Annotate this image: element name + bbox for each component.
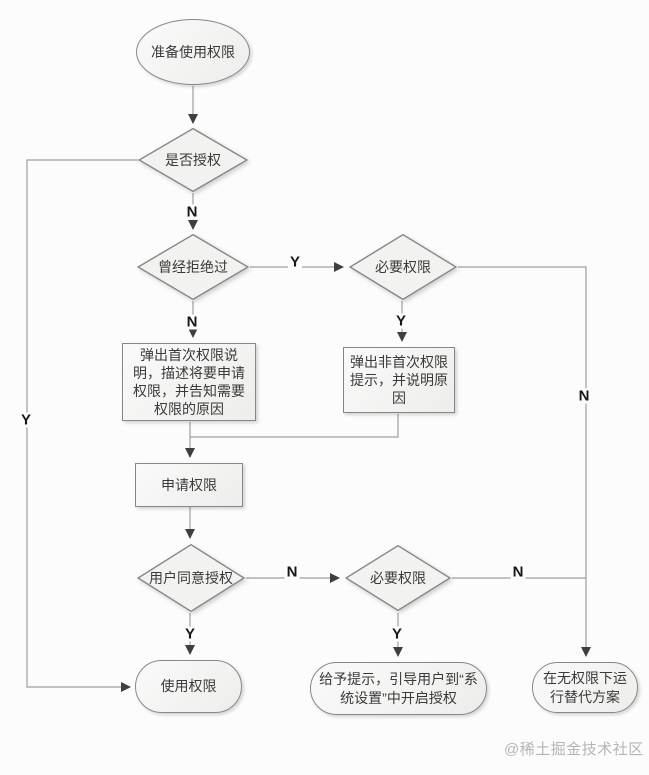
branch-label-denied-no: N: [184, 313, 200, 331]
node-first-time-explain: 弹出首次权限说明，描述将要申请权限，并告知需要权限的原因: [122, 343, 256, 421]
edge-authorized-yes-to-use-permission: [26, 159, 138, 693]
node-guide-to-settings: 给予提示，引导用户到“系统设置”中开启授权: [310, 662, 487, 715]
node-start-label: 准备使用权限: [151, 43, 235, 60]
node-user-agrees-label: 用户同意授权: [149, 569, 233, 586]
diamond-shape: [345, 545, 451, 611]
edge-necessary1-no-to-fallback: [458, 266, 592, 658]
branch-label-agree-no: N: [284, 563, 300, 581]
branch-label-necessary1-no: N: [576, 387, 592, 405]
node-non-first-time-prompt: 弹出非首次权限提示，并说明原因: [343, 347, 455, 413]
branch-label-necessary2-no: N: [510, 563, 526, 581]
node-previously-denied: 曾经拒绝过: [137, 234, 249, 300]
node-necessary-permission-2-label: 必要权限: [370, 569, 426, 586]
branch-label-necessary1-yes: Y: [393, 312, 409, 330]
node-is-authorized-label: 是否授权: [165, 151, 221, 168]
watermark: @稀土掘金技术社区: [504, 741, 644, 758]
node-first-time-explain-label: 弹出首次权限说明，描述将要申请权限，并告知需要权限的原因: [133, 346, 245, 418]
node-previously-denied-label: 曾经拒绝过: [158, 258, 228, 275]
node-fallback-plan-label: 在无权限下运行替代方案: [543, 670, 627, 705]
node-start: 准备使用权限: [136, 19, 250, 85]
node-necessary-permission-1-label: 必要权限: [375, 258, 431, 275]
diamond-shape: [137, 544, 245, 612]
node-use-permission: 使用权限: [135, 660, 242, 713]
branch-label-denied-yes: Y: [287, 253, 303, 271]
node-user-agrees: 用户同意授权: [137, 544, 245, 612]
branch-label-authorized-yes: Y: [18, 411, 34, 429]
node-fallback-plan: 在无权限下运行替代方案: [532, 662, 638, 713]
node-use-permission-label: 使用权限: [160, 678, 217, 695]
node-is-authorized: 是否授权: [138, 128, 248, 192]
diamond-shape: [138, 128, 248, 192]
node-necessary-permission-1: 必要权限: [349, 234, 457, 300]
edge-non-first-time-merge: [190, 414, 399, 438]
branch-label-authorized-no: N: [184, 203, 200, 221]
node-necessary-permission-2: 必要权限: [345, 545, 451, 611]
branch-label-agree-yes: Y: [182, 625, 198, 643]
diamond-shape: [349, 234, 457, 300]
node-request-permission-label: 申请权限: [161, 476, 217, 493]
branch-label-necessary2-yes: Y: [389, 625, 405, 643]
node-guide-to-settings-label: 给予提示，引导用户到“系统设置”中开启授权: [319, 671, 478, 706]
diamond-shape: [137, 234, 249, 300]
node-non-first-time-prompt-label: 弹出非首次权限提示，并说明原因: [350, 353, 448, 407]
node-request-permission: 申请权限: [135, 463, 243, 507]
